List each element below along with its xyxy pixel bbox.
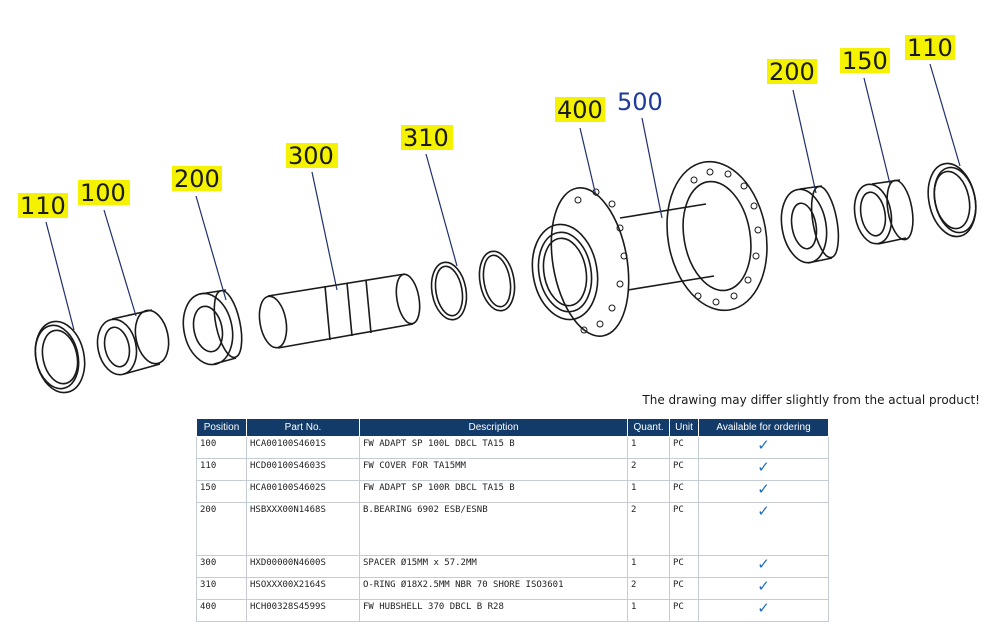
parts-table-container: Position Part No. Description Quant. Uni… <box>196 418 829 623</box>
cell-available: ✓ <box>698 458 829 481</box>
part-200-left-bearing <box>182 289 243 366</box>
cell-unit: PC <box>669 436 699 459</box>
callout-200-right: 200 <box>769 58 815 86</box>
cell-quantity: 2 <box>627 502 670 556</box>
cell-available: ✓ <box>698 577 829 600</box>
cell-position: 110 <box>196 458 247 481</box>
cell-position: 400 <box>196 599 247 622</box>
checkmark-icon[interactable]: ✓ <box>757 480 770 498</box>
parts-table: Position Part No. Description Quant. Uni… <box>196 418 829 622</box>
table-row: 200 HSBXXX00N1468S B.BEARING 6902 ESB/ES… <box>196 502 829 556</box>
part-400-hubshell <box>531 160 768 337</box>
cell-unit: PC <box>669 458 699 481</box>
cell-part-no: HSOXXX00X2164S <box>246 577 360 600</box>
col-header-part-no: Part No. <box>246 418 360 437</box>
cell-description: FW ADAPT SP 100L DBCL TA15 B <box>359 436 628 459</box>
cell-unit: PC <box>669 577 699 600</box>
cell-part-no: HXD00000N4600S <box>246 555 360 578</box>
cell-position: 150 <box>196 480 247 503</box>
checkmark-icon[interactable]: ✓ <box>757 502 770 520</box>
cell-available: ✓ <box>698 436 829 459</box>
cell-quantity: 1 <box>627 480 670 503</box>
callout-200-left: 200 <box>174 165 220 193</box>
cell-description: FW ADAPT SP 100R DBCL TA15 B <box>359 480 628 503</box>
part-300-spacer <box>258 273 421 349</box>
checkmark-icon[interactable]: ✓ <box>757 577 770 595</box>
cell-quantity: 1 <box>627 436 670 459</box>
cell-part-no: HSBXXX00N1468S <box>246 502 360 556</box>
cell-description: FW COVER FOR TA15MM <box>359 458 628 481</box>
cell-unit: PC <box>669 599 699 622</box>
cell-position: 200 <box>196 502 247 556</box>
callout-500: 500 <box>617 88 663 116</box>
cell-position: 100 <box>196 436 247 459</box>
table-row: 310 HSOXXX00X2164S O-RING Ø18X2.5MM NBR … <box>196 577 829 600</box>
part-150-right-adapter <box>853 179 914 245</box>
cell-position: 300 <box>196 555 247 578</box>
cell-part-no: HCA00100S4601S <box>246 436 360 459</box>
cell-description: B.BEARING 6902 ESB/ESNB <box>359 502 628 556</box>
part-110-left-cover <box>34 320 86 394</box>
cell-description: O-RING Ø18X2.5MM NBR 70 SHORE ISO3601 <box>359 577 628 600</box>
cell-position: 310 <box>196 577 247 600</box>
cell-quantity: 2 <box>627 577 670 600</box>
cell-unit: PC <box>669 555 699 578</box>
checkmark-icon[interactable]: ✓ <box>757 599 770 617</box>
cell-quantity: 2 <box>627 458 670 481</box>
checkmark-icon[interactable]: ✓ <box>757 436 770 454</box>
cell-available: ✓ <box>698 502 829 556</box>
cell-available: ✓ <box>698 555 829 578</box>
table-row: 100 HCA00100S4601S FW ADAPT SP 100L DBCL… <box>196 436 829 459</box>
cell-part-no: HCA00100S4602S <box>246 480 360 503</box>
callout-110-right: 110 <box>907 34 953 62</box>
table-row: 300 HXD00000N4600S SPACER Ø15MM x 57.2MM… <box>196 555 829 578</box>
col-header-description: Description <box>359 418 628 437</box>
leader-lines <box>45 63 961 331</box>
part-200-right-bearing <box>780 185 840 264</box>
callout-labels: 110 100 200 300 310 400 500 200 150 110 <box>18 34 955 220</box>
cell-available: ✓ <box>698 599 829 622</box>
part-110-right-cover <box>927 162 977 238</box>
hub-spoke-holes <box>574 168 762 334</box>
col-header-available: Available for ordering <box>698 418 829 437</box>
callout-400: 400 <box>557 96 603 124</box>
exploded-hub-diagram: 110 100 200 300 310 400 500 200 150 110 <box>18 34 977 394</box>
part-310-o-rings <box>430 250 516 321</box>
cell-part-no: HCH00328S4599S <box>246 599 360 622</box>
checkmark-icon[interactable]: ✓ <box>757 555 770 573</box>
callout-310: 310 <box>403 124 449 152</box>
col-header-position: Position <box>196 418 247 437</box>
checkmark-icon[interactable]: ✓ <box>757 458 770 476</box>
callout-100: 100 <box>80 179 126 207</box>
table-row: 150 HCA00100S4602S FW ADAPT SP 100R DBCL… <box>196 480 829 503</box>
callout-110-left: 110 <box>20 192 66 220</box>
table-row: 400 HCH00328S4599S FW HUBSHELL 370 DBCL … <box>196 599 829 622</box>
cell-available: ✓ <box>698 480 829 503</box>
part-100-left-adapter <box>96 309 170 376</box>
cell-unit: PC <box>669 502 699 556</box>
callout-150: 150 <box>842 47 888 75</box>
col-header-quantity: Quant. <box>627 418 670 437</box>
drawing-disclaimer: The drawing may differ slightly from the… <box>642 393 980 407</box>
col-header-unit: Unit <box>669 418 699 437</box>
callout-300: 300 <box>288 142 334 170</box>
cell-quantity: 1 <box>627 599 670 622</box>
table-row: 110 HCD00100S4603S FW COVER FOR TA15MM 2… <box>196 458 829 481</box>
cell-quantity: 1 <box>627 555 670 578</box>
cell-unit: PC <box>669 480 699 503</box>
cell-description: FW HUBSHELL 370 DBCL B R28 <box>359 599 628 622</box>
cell-description: SPACER Ø15MM x 57.2MM <box>359 555 628 578</box>
cell-part-no: HCD00100S4603S <box>246 458 360 481</box>
table-header-row: Position Part No. Description Quant. Uni… <box>196 418 829 437</box>
